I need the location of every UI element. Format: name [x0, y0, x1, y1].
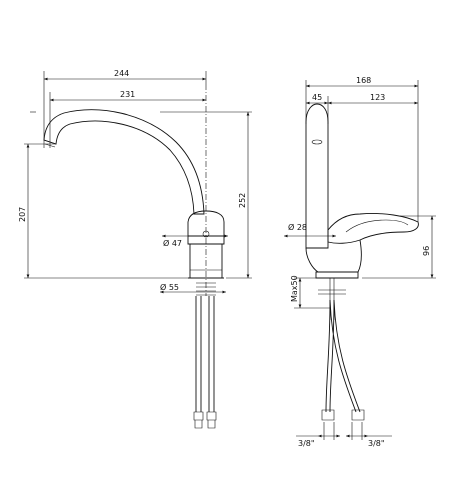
dim-body-diameter: Ø 47: [163, 238, 182, 248]
dim-spout-height: 207: [18, 207, 27, 222]
front-base: [188, 244, 224, 279]
front-hoses: [195, 296, 215, 412]
side-view: 168 45 123 Ø 28 96 Max50 3/8" 3/8": [284, 76, 436, 448]
side-hose-ends: [321, 409, 365, 421]
side-base: [315, 271, 359, 279]
side-lever-inner: [345, 219, 409, 233]
side-hoses: [325, 299, 361, 413]
front-hose-ends: [193, 411, 217, 429]
dim-overall-width: 244: [114, 69, 129, 78]
dim-base-diameter: Ø 55: [160, 282, 179, 292]
side-body: [305, 239, 362, 273]
side-lever: [327, 213, 419, 244]
dim-total-height: 252: [238, 193, 247, 208]
front-view: 244 231 207 252 Ø 47 Ø 55: [18, 69, 252, 429]
side-aerator: [311, 139, 323, 145]
dim-spout-reach: 231: [120, 90, 135, 99]
dim-overall-depth: 168: [356, 76, 371, 85]
dim-lever-height: 96: [422, 246, 431, 256]
side-deck: [318, 278, 346, 320]
dim-lever-diameter: Ø 28: [288, 222, 307, 232]
front-spout: [43, 109, 205, 215]
dim-hose-left: 3/8": [298, 439, 315, 448]
dim-lever-reach: 123: [370, 93, 385, 102]
dim-spout-offset: 45: [312, 93, 322, 102]
dim-max-deck: Max50: [290, 275, 299, 302]
dim-hose-right: 3/8": [368, 439, 385, 448]
side-spout: [305, 103, 329, 249]
